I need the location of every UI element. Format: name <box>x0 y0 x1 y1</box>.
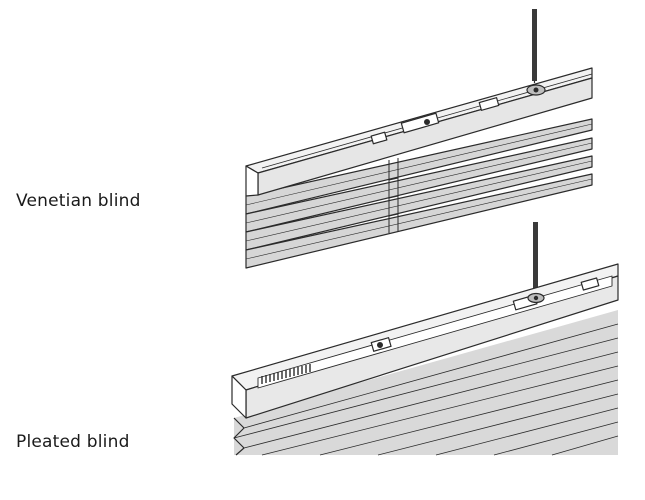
venetian-blind-label: Venetian blind <box>16 191 141 211</box>
venetian-blind-diagram <box>245 9 593 269</box>
pleated-fabric <box>233 310 619 456</box>
venetian-operating-rod <box>532 9 537 91</box>
venetian-slat-3 <box>245 155 593 251</box>
venetian-slats <box>245 118 593 269</box>
venetian-ladder-cords <box>388 158 399 233</box>
venetian-slat-1 <box>245 118 593 215</box>
pleated-blind-label: Pleated blind <box>16 432 130 452</box>
pleated-blind-diagram <box>231 222 619 456</box>
venetian-head-rail <box>245 67 593 197</box>
venetian-slat-2 <box>245 137 593 233</box>
venetian-slat-4 <box>245 173 593 269</box>
pleated-spring-coil <box>261 364 311 384</box>
pleated-operating-rod <box>533 222 538 298</box>
pleated-head-rail <box>231 263 619 419</box>
